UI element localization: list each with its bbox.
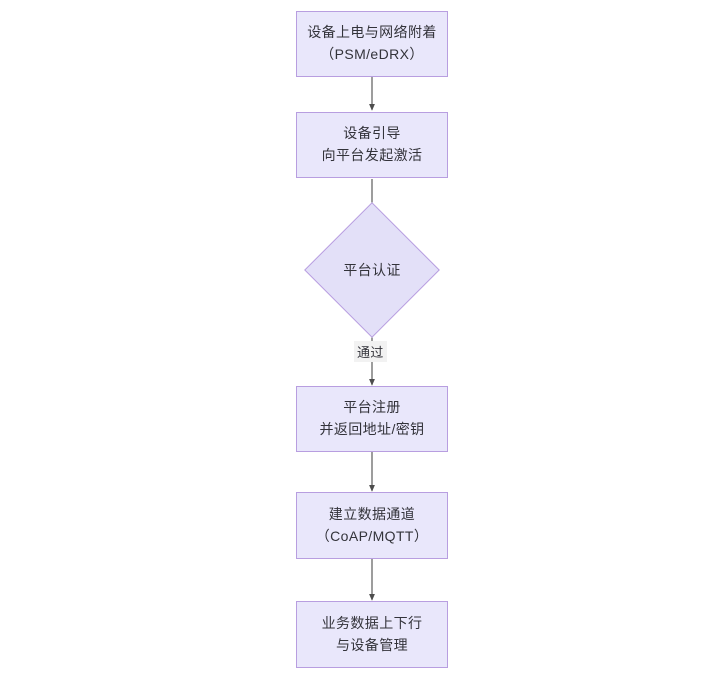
edge-label-pass: 通过 <box>354 341 387 362</box>
node-business-data[interactable]: 业务数据上下行 与设备管理 <box>296 601 448 668</box>
node-data-channel-line1: 建立数据通道 <box>328 505 416 522</box>
node-power-on-line1: 设备上电与网络附着 <box>307 24 437 41</box>
node-platform-register-line1: 平台注册 <box>343 399 401 416</box>
node-business-data-line1: 业务数据上下行 <box>321 614 423 631</box>
node-data-channel[interactable]: 建立数据通道 （CoAP/MQTT） <box>296 492 448 559</box>
node-bootstrap-line2: 向平台发起激活 <box>321 147 423 163</box>
node-data-channel-line2: （CoAP/MQTT） <box>315 527 429 544</box>
node-power-on[interactable]: 设备上电与网络附着 （PSM/eDRX） <box>296 11 448 77</box>
node-bootstrap-line1: 设备引导 <box>343 125 401 142</box>
node-platform-auth-label: 平台认证 <box>343 262 401 278</box>
node-platform-register[interactable]: 平台注册 并返回地址/密钥 <box>296 386 448 452</box>
node-platform-auth[interactable]: 平台认证 <box>304 202 440 338</box>
node-power-on-line2: （PSM/eDRX） <box>320 46 424 62</box>
node-bootstrap[interactable]: 设备引导 向平台发起激活 <box>296 112 448 178</box>
node-platform-register-line2: 并返回地址/密钥 <box>319 421 425 437</box>
node-business-data-line2: 与设备管理 <box>336 636 408 653</box>
